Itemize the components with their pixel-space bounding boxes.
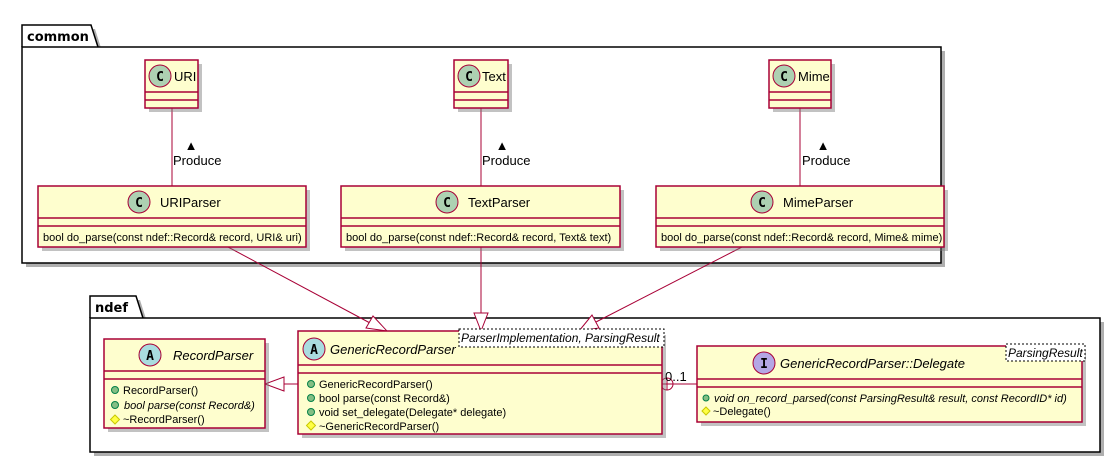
template-parameters-box [458, 328, 665, 348]
inherit-arrowhead-uriparser [365, 315, 389, 332]
package-label-ndef: ndef [95, 301, 128, 316]
class-name: MimeParser [783, 195, 854, 210]
protected-visibility-icon [701, 406, 711, 416]
class-text[interactable]: C Text [453, 59, 512, 112]
protected-visibility-icon [305, 420, 317, 431]
class-member: GenericRecordParser() [319, 379, 433, 391]
class-stereotype-icon: C [148, 64, 172, 88]
class-member: bool do_parse(const ndef::Record& record… [661, 232, 942, 244]
svg-text:C: C [443, 196, 451, 211]
public-visibility-icon [111, 386, 119, 394]
class-uriparser[interactable]: C URIParser bool do_parse(const ndef::Re… [37, 185, 310, 251]
class-member: ~GenericRecordParser() [319, 421, 439, 433]
class-stereotype-icon: C [457, 64, 481, 88]
template-parameters-box [1005, 343, 1086, 362]
association-label-produce: Produce [482, 153, 530, 168]
public-visibility-icon [307, 380, 315, 388]
protected-visibility-icon [109, 414, 121, 425]
class-name: RecordParser [173, 348, 254, 363]
package-label-common: common [27, 30, 89, 45]
public-visibility-icon [307, 408, 315, 416]
class-recordparser[interactable]: A RecordParser RecordParser() bool parse… [103, 338, 269, 432]
class-stereotype-icon: C [127, 190, 151, 214]
association-label-produce: Produce [802, 153, 850, 168]
class-member: ~Delegate() [713, 406, 771, 418]
svg-text:C: C [780, 70, 788, 85]
class-name: Mime [798, 69, 830, 84]
direction-marker: ▲ [496, 138, 509, 153]
class-mime[interactable]: C Mime [768, 59, 835, 112]
association-labels: ▲ Produce ▲ Produce ▲ Produce 0..1 [173, 138, 850, 384]
svg-text:C: C [465, 70, 473, 85]
public-visibility-icon [307, 394, 315, 402]
class-member: bool do_parse(const ndef::Record& record… [43, 232, 302, 244]
edges [171, 108, 801, 392]
direction-marker: ▲ [817, 138, 830, 153]
class-name: Text [482, 69, 506, 84]
public-visibility-icon [702, 394, 710, 402]
public-visibility-icon [111, 401, 119, 409]
class-genericrecordparser[interactable]: A GenericRecordParser ParserImplementati… [297, 328, 666, 438]
abstract-stereotype-icon: A [302, 337, 326, 361]
class-name: TextParser [468, 195, 531, 210]
inherit-arrowhead-textparser [473, 312, 489, 333]
class-name: GenericRecordParser [330, 342, 456, 357]
svg-text:A: A [146, 349, 154, 364]
class-member: ~RecordParser() [123, 414, 205, 426]
class-textparser[interactable]: C TextParser bool do_parse(const ndef::R… [340, 185, 624, 251]
svg-text:I: I [760, 357, 768, 372]
edge-uriparser-generic [227, 246, 371, 324]
class-member: RecordParser() [123, 385, 198, 397]
class-stereotype-icon: C [772, 64, 796, 88]
direction-marker: ▲ [185, 138, 198, 153]
class-member: void on_record_parsed(const ParsingResul… [714, 393, 1067, 405]
class-stereotype-icon: C [435, 190, 459, 214]
class-uri[interactable]: C URI [144, 59, 202, 112]
class-name: URIParser [160, 195, 221, 210]
class-member: bool parse(const Record&) [124, 400, 255, 412]
abstract-stereotype-icon: A [138, 343, 162, 367]
edge-mimeparser-generic [595, 246, 743, 323]
class-member: bool parse(const Record&) [319, 393, 450, 405]
class-name: GenericRecordParser::Delegate [780, 356, 965, 371]
interface-stereotype-icon: I [752, 351, 776, 375]
template-parameters: ParsingResult [1008, 346, 1083, 360]
class-mimeparser[interactable]: C MimeParser bool do_parse(const ndef::R… [655, 185, 948, 251]
svg-text:A: A [310, 343, 318, 358]
association-label-produce: Produce [173, 153, 221, 168]
svg-text:C: C [135, 196, 143, 211]
class-member: bool do_parse(const ndef::Record& record… [346, 232, 611, 244]
svg-text:C: C [156, 70, 164, 85]
template-parameters: ParserImplementation, ParsingResult [461, 331, 660, 345]
class-name: URI [174, 69, 196, 84]
interface-delegate[interactable]: I GenericRecordParser::Delegate ParsingR… [696, 343, 1086, 426]
class-stereotype-icon: C [750, 190, 774, 214]
class-member: void set_delegate(Delegate* delegate) [319, 407, 506, 419]
inherit-arrowhead-recordparser [263, 376, 285, 392]
svg-text:C: C [758, 196, 766, 211]
multiplicity-label: 0..1 [665, 369, 687, 384]
